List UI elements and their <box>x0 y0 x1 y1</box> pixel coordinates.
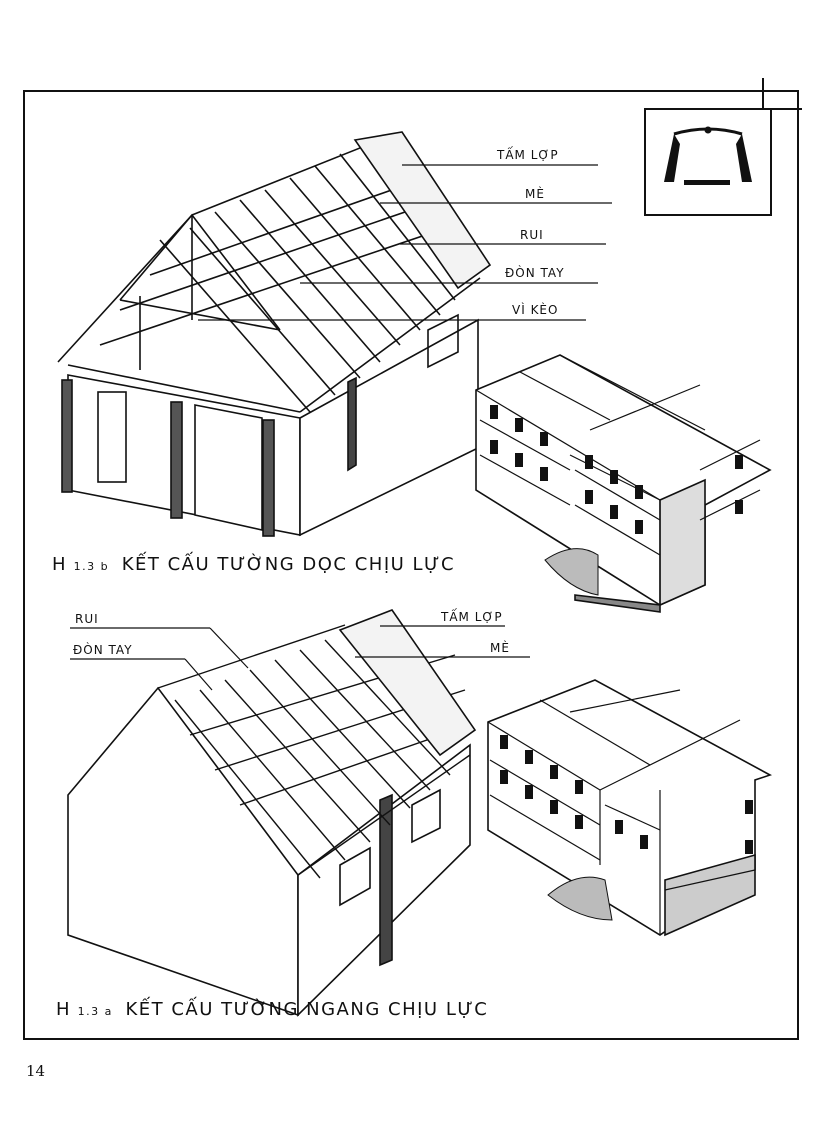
frame-corner-line-v <box>762 78 764 108</box>
label-vi-keo-b: VÌ KÈO <box>512 303 559 317</box>
label-me-a: MÈ <box>490 641 510 655</box>
page-number: 14 <box>26 1062 46 1080</box>
label-rui-a: RUI <box>75 612 99 626</box>
page-frame <box>23 90 799 1040</box>
figure-b-caption-prefix: H <box>52 554 68 575</box>
figure-b-caption: H 1.3 b KẾT CẤU TƯỜNG DỌC CHỊU LỰC <box>52 554 455 575</box>
figure-a-caption-prefix: H <box>56 999 72 1020</box>
figure-b-caption-number: 1.3 b <box>73 560 110 573</box>
logo-icon <box>664 126 752 185</box>
figure-a-caption-number: 1.3 a <box>77 1005 113 1018</box>
logo-box <box>644 108 772 216</box>
figure-a-caption-text: KẾT CẤU TƯỜNG NGANG CHỊU LỰC <box>125 999 489 1020</box>
frame-corner-line-h <box>762 108 802 110</box>
label-me-b: MÈ <box>525 187 545 201</box>
figure-b-caption-text: KẾT CẤU TƯỜNG DỌC CHỊU LỰC <box>121 554 456 575</box>
label-rui-b: RUI <box>520 228 544 242</box>
label-tam-lop-a: TẤM LỢP <box>441 610 503 624</box>
label-tam-lop-b: TẤM LỢP <box>497 148 559 162</box>
label-don-tay-a: ĐÒN TAY <box>73 643 133 657</box>
figure-a-caption: H 1.3 a KẾT CẤU TƯỜNG NGANG CHỊU LỰC <box>56 999 488 1020</box>
label-don-tay-b: ĐÒN TAY <box>505 266 565 280</box>
